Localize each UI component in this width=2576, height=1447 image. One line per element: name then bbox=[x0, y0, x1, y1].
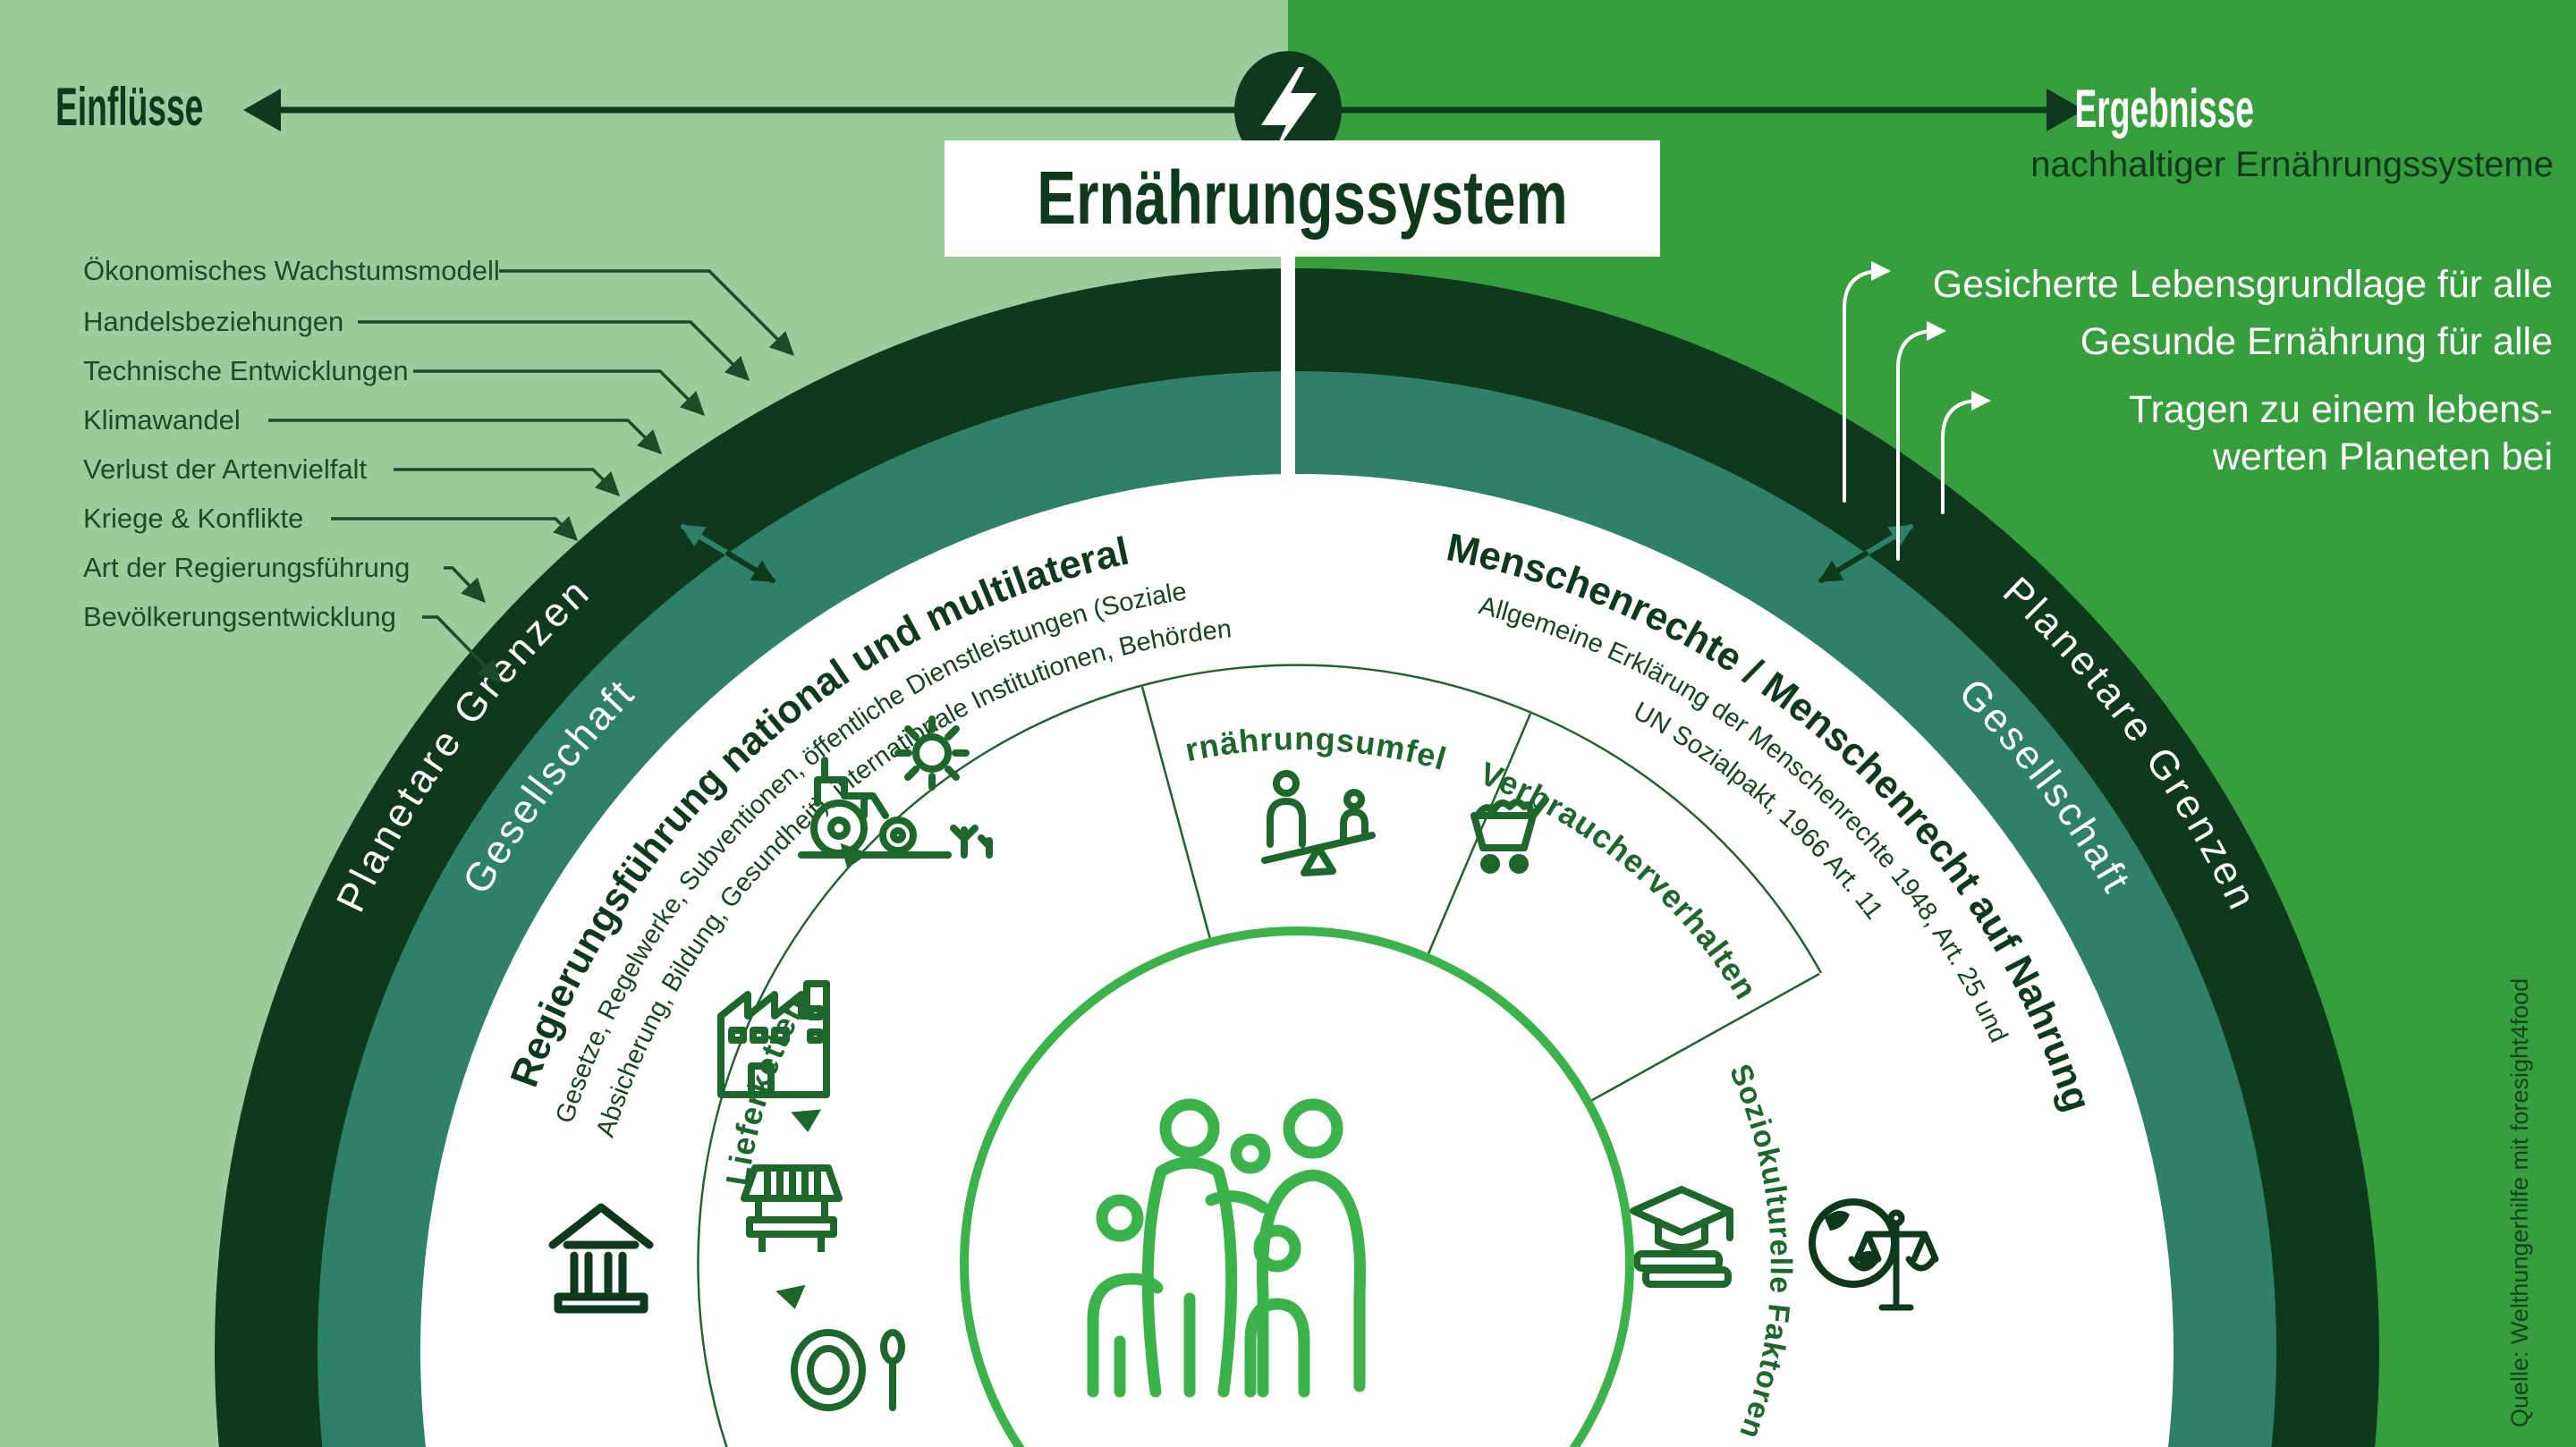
results-title: Ergebnisse bbox=[2074, 79, 2254, 139]
seesaw-icon bbox=[1261, 770, 1376, 876]
family-icon bbox=[1087, 1098, 1367, 1398]
outcome-item: werten Planeten bei bbox=[2212, 436, 2553, 478]
inner-circle bbox=[960, 927, 1634, 1447]
influence-item: Ökonomisches Wachstumsmodell bbox=[83, 255, 500, 286]
influences-title: Einflüsse bbox=[55, 77, 203, 137]
flow-triangle-icon bbox=[775, 842, 869, 1309]
influence-item: Kriege & Konflikte bbox=[83, 503, 303, 534]
tractor-sun-icon bbox=[798, 715, 993, 859]
outcomes-list: Gesicherte Lebensgrundlage für alle Gesu… bbox=[1933, 263, 2553, 478]
influences-title-group: Einflüsse bbox=[55, 77, 203, 137]
influence-item: Handelsbeziehungen bbox=[83, 306, 343, 337]
influence-connectors bbox=[268, 269, 795, 684]
double-arrow-icon bbox=[680, 524, 1914, 583]
plate-spoon-icon bbox=[791, 1329, 905, 1411]
arrow-left-icon bbox=[243, 89, 281, 131]
influence-item: Technische Entwicklungen bbox=[83, 355, 409, 386]
arrow-right-icon bbox=[2046, 89, 2084, 131]
globe-scales-icon bbox=[1809, 1198, 1939, 1311]
top-axis bbox=[243, 51, 2084, 169]
market-stall-icon bbox=[741, 1164, 843, 1252]
influences-list: Ökonomisches Wachstumsmodell Handelsbezi… bbox=[83, 255, 500, 632]
center-title-box bbox=[945, 140, 1660, 257]
outcome-item: Gesicherte Lebensgrundlage für alle bbox=[1933, 263, 2553, 306]
center-title-group: Ernährungssystem bbox=[1037, 156, 1567, 240]
outcome-item: Tragen zu einem lebens- bbox=[2129, 388, 2553, 431]
shopping-cart-icon bbox=[1470, 796, 1549, 874]
outcome-arrows bbox=[1843, 261, 1991, 561]
influence-item: Art der Regierungsführung bbox=[83, 552, 410, 583]
bank-icon bbox=[548, 1203, 654, 1314]
influence-item: Klimawandel bbox=[83, 404, 241, 436]
outcome-item: Gesunde Ernährung für alle bbox=[2080, 320, 2553, 363]
center-title: Ernährungssystem bbox=[1037, 156, 1567, 240]
influence-item: Bevölkerungsentwicklung bbox=[83, 601, 396, 632]
graduation-cap-icon bbox=[1630, 1186, 1733, 1288]
results-subtitle: nachhaltiger Ernährungssysteme bbox=[2030, 145, 2554, 184]
factory-icon bbox=[717, 980, 830, 1098]
source-credit: Quelle: Welthungerhilfe mit foresight4fo… bbox=[2506, 978, 2533, 1427]
influence-item: Verlust der Artenvielfalt bbox=[83, 453, 367, 485]
lightning-icon bbox=[1261, 67, 1317, 154]
results-title-group: Ergebnisse bbox=[2074, 79, 2254, 139]
